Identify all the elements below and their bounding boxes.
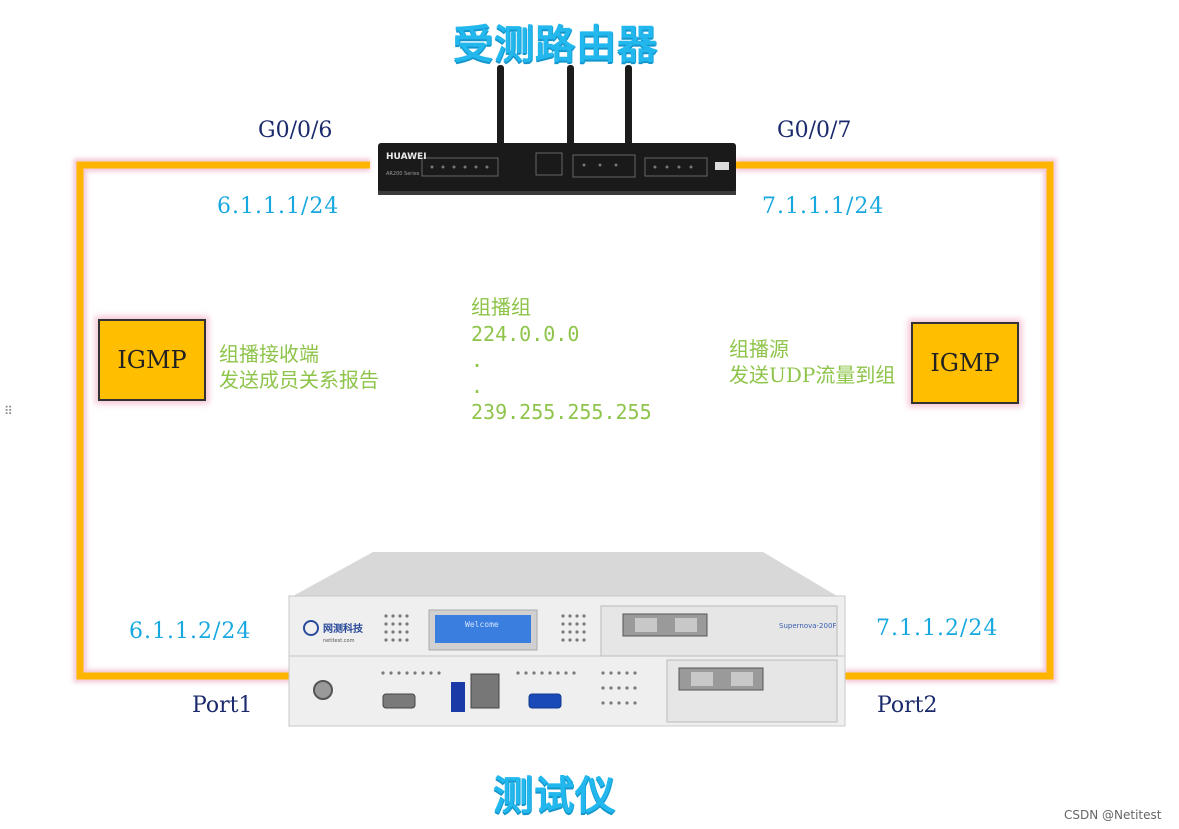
right-igmp-line1: 组播源 xyxy=(729,337,789,361)
multicast-group: 组播组 224.0.0.0 . . 239.255.255.255 xyxy=(471,294,652,425)
router-antenna-1 xyxy=(497,65,504,153)
router-body xyxy=(378,143,736,193)
router-left-ip: 6.1.1.1/24 xyxy=(217,194,340,219)
tester-brand-url: netitest.com xyxy=(323,638,355,644)
tester-logo-icon xyxy=(303,620,319,636)
router-antenna-2 xyxy=(567,65,574,153)
router-right-ip: 7.1.1.1/24 xyxy=(762,194,885,219)
tester-title: 测试仪 xyxy=(493,773,616,819)
tester-device: 网测科技 netitest.com Welcome Supernova-200F xyxy=(288,552,846,727)
right-igmp-box: IGMP xyxy=(911,322,1019,404)
tester-brand-cn: 网测科技 xyxy=(323,622,364,635)
multicast-group-dot-1: . xyxy=(471,348,484,372)
tester-left-ip: 6.1.1.2/24 xyxy=(129,619,252,644)
tester-left-port-label: Port1 xyxy=(192,693,253,718)
router-fe-panel xyxy=(644,157,708,177)
router-led-panel xyxy=(421,157,499,177)
multicast-group-start: 224.0.0.0 xyxy=(471,322,580,346)
tester-usb-ports xyxy=(451,682,465,712)
left-cable xyxy=(76,161,370,680)
tester-ethernet-ports xyxy=(470,673,500,709)
tester-lcd-screen xyxy=(435,615,531,643)
multicast-group-heading: 组播组 xyxy=(471,295,531,319)
multicast-group-dot-2: . xyxy=(471,374,484,398)
left-igmp-label: IGMP xyxy=(117,346,187,374)
router-brand: HUAWEI xyxy=(386,152,427,162)
router-antenna-3 xyxy=(625,65,632,153)
left-igmp-box: IGMP xyxy=(98,319,206,401)
right-cable xyxy=(735,161,1054,680)
left-igmp-line1: 组播接收端 xyxy=(219,342,319,366)
router-usb-port xyxy=(715,162,729,170)
tester-right-ip: 7.1.1.2/24 xyxy=(876,616,999,641)
tester-top-surface xyxy=(293,552,837,596)
left-igmp-description: 组播接收端 发送成员关系报告 xyxy=(219,341,379,393)
left-igmp-line2: 发送成员关系报告 xyxy=(219,368,379,392)
router-lan-panel xyxy=(572,154,636,178)
tester-serial-port xyxy=(382,693,416,709)
router-device: HUAWEI AR200 Series xyxy=(378,65,736,195)
tester-model: Supernova-200F xyxy=(779,622,836,630)
router-left-port-label: G0/0/6 xyxy=(258,118,333,143)
multicast-group-end: 239.255.255.255 xyxy=(471,400,652,424)
drag-handle-icon[interactable]: ⠿ xyxy=(4,404,13,418)
router-right-port-label: G0/0/7 xyxy=(777,118,852,143)
router-wan-panel xyxy=(535,152,563,176)
router-series: AR200 Series xyxy=(386,171,420,177)
right-igmp-description: 组播源 发送UDP流量到组 xyxy=(729,336,895,388)
tester-power-button xyxy=(313,680,333,700)
router-title: 受测路由器 xyxy=(453,22,658,68)
right-igmp-line2: 发送UDP流量到组 xyxy=(729,363,896,387)
tester-lcd-text: Welcome xyxy=(465,620,499,629)
right-igmp-label: IGMP xyxy=(930,349,1000,377)
watermark: CSDN @Netitest xyxy=(1064,808,1162,822)
tester-right-port-label: Port2 xyxy=(877,693,938,718)
tester-vga-port xyxy=(528,693,562,709)
